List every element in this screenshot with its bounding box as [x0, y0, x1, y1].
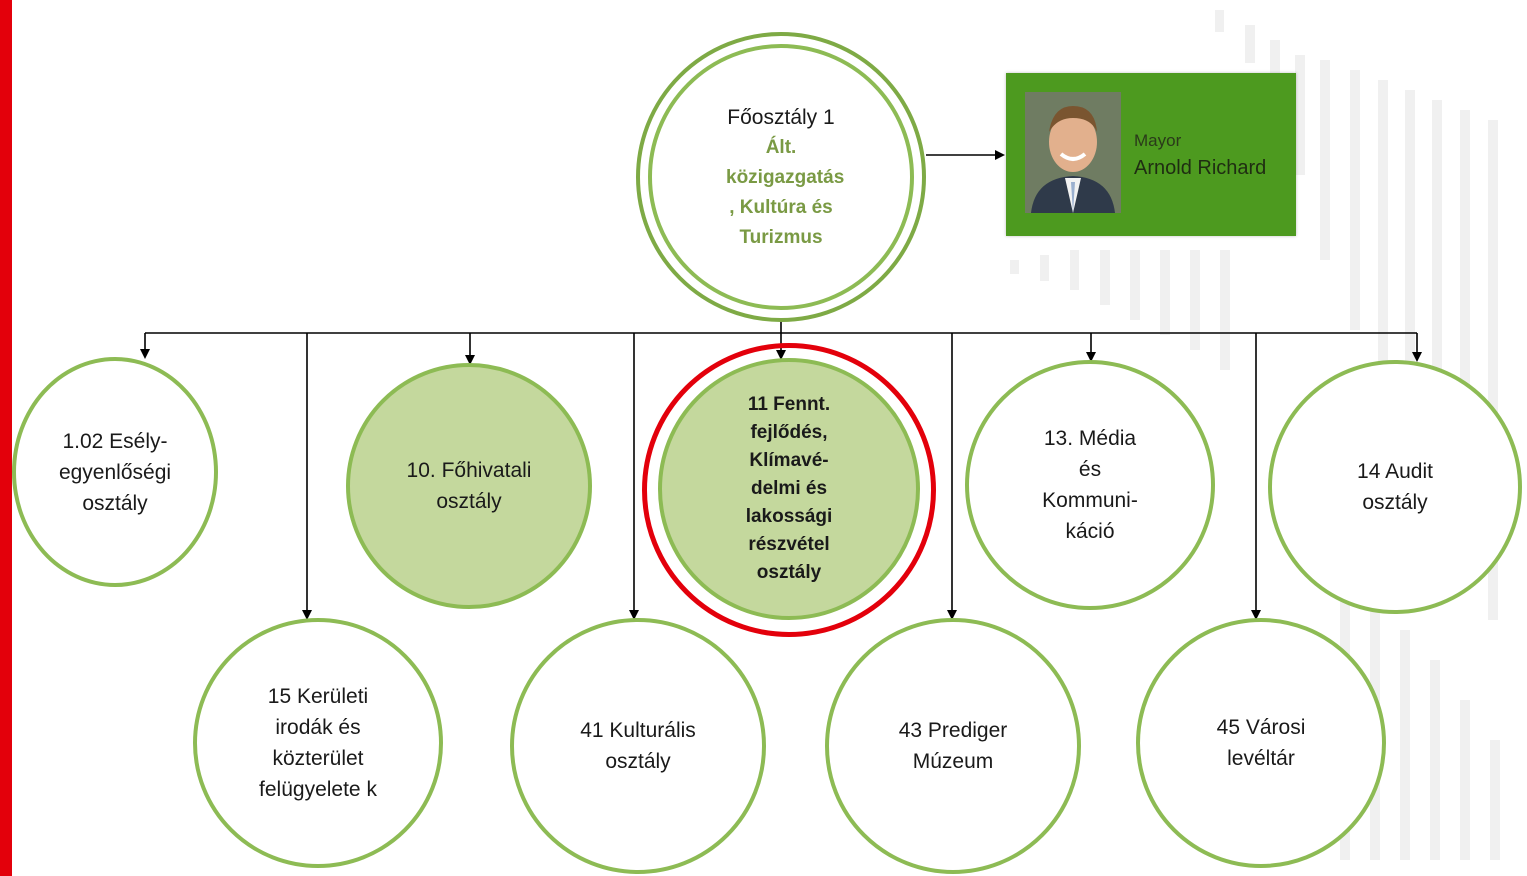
top-node-fooosztaly: Főosztály 1 Ált. közigazgatás , Kultúra … [648, 44, 914, 310]
node-label: 41 Kulturális osztály [580, 719, 696, 773]
mayor-photo [1025, 92, 1121, 213]
node-13-media: 13. Média és Kommuni-káció [965, 360, 1215, 610]
highlight-ring [642, 343, 936, 637]
node-11-fennt-fejlodes: 11 Fennt. fejlődés, Klímavé-delmi és lak… [658, 358, 920, 620]
node-15-keruleti-irodak: 15 Kerületi irodák és közterület felügye… [193, 618, 443, 868]
node-label: 1.02 Esély-egyenlőségi osztály [58, 429, 172, 515]
node-43-prediger: 43 Prediger Múzeum [825, 618, 1081, 874]
mayor-role: Mayor [1134, 131, 1182, 150]
node-45-varosi-leveltar: 45 Városi levéltár [1136, 618, 1386, 868]
mayor-name: Arnold Richard [1134, 157, 1267, 179]
node-1-02-eselyegyenlosegi: 1.02 Esély-egyenlőségi osztály [12, 357, 218, 587]
top-node-subtitle: Ált. közigazgatás , Kultúra és Turizmus [726, 136, 845, 248]
node-label: 13. Média és Kommuni-káció [1042, 427, 1138, 543]
node-10-fohivatali: 10. Főhivatali osztály [346, 363, 592, 609]
node-label: 10. Főhivatali osztály [406, 459, 532, 513]
node-label: 11 Fennt. fejlődés, Klímavé-delmi és lak… [745, 394, 833, 583]
node-14-audit: 14 Audit osztály [1268, 360, 1522, 614]
node-label: 15 Kerületi irodák és közterület felügye… [259, 685, 377, 801]
node-label: 14 Audit osztály [1357, 460, 1433, 514]
mayor-card: Mayor Arnold Richard [1006, 73, 1296, 236]
top-node-title: Főosztály 1 [727, 105, 835, 129]
node-label: 45 Városi levéltár [1216, 716, 1306, 770]
node-label: 43 Prediger Múzeum [898, 719, 1008, 773]
node-41-kulturalis: 41 Kulturális osztály [510, 618, 766, 874]
left-accent-bar [0, 0, 12, 876]
